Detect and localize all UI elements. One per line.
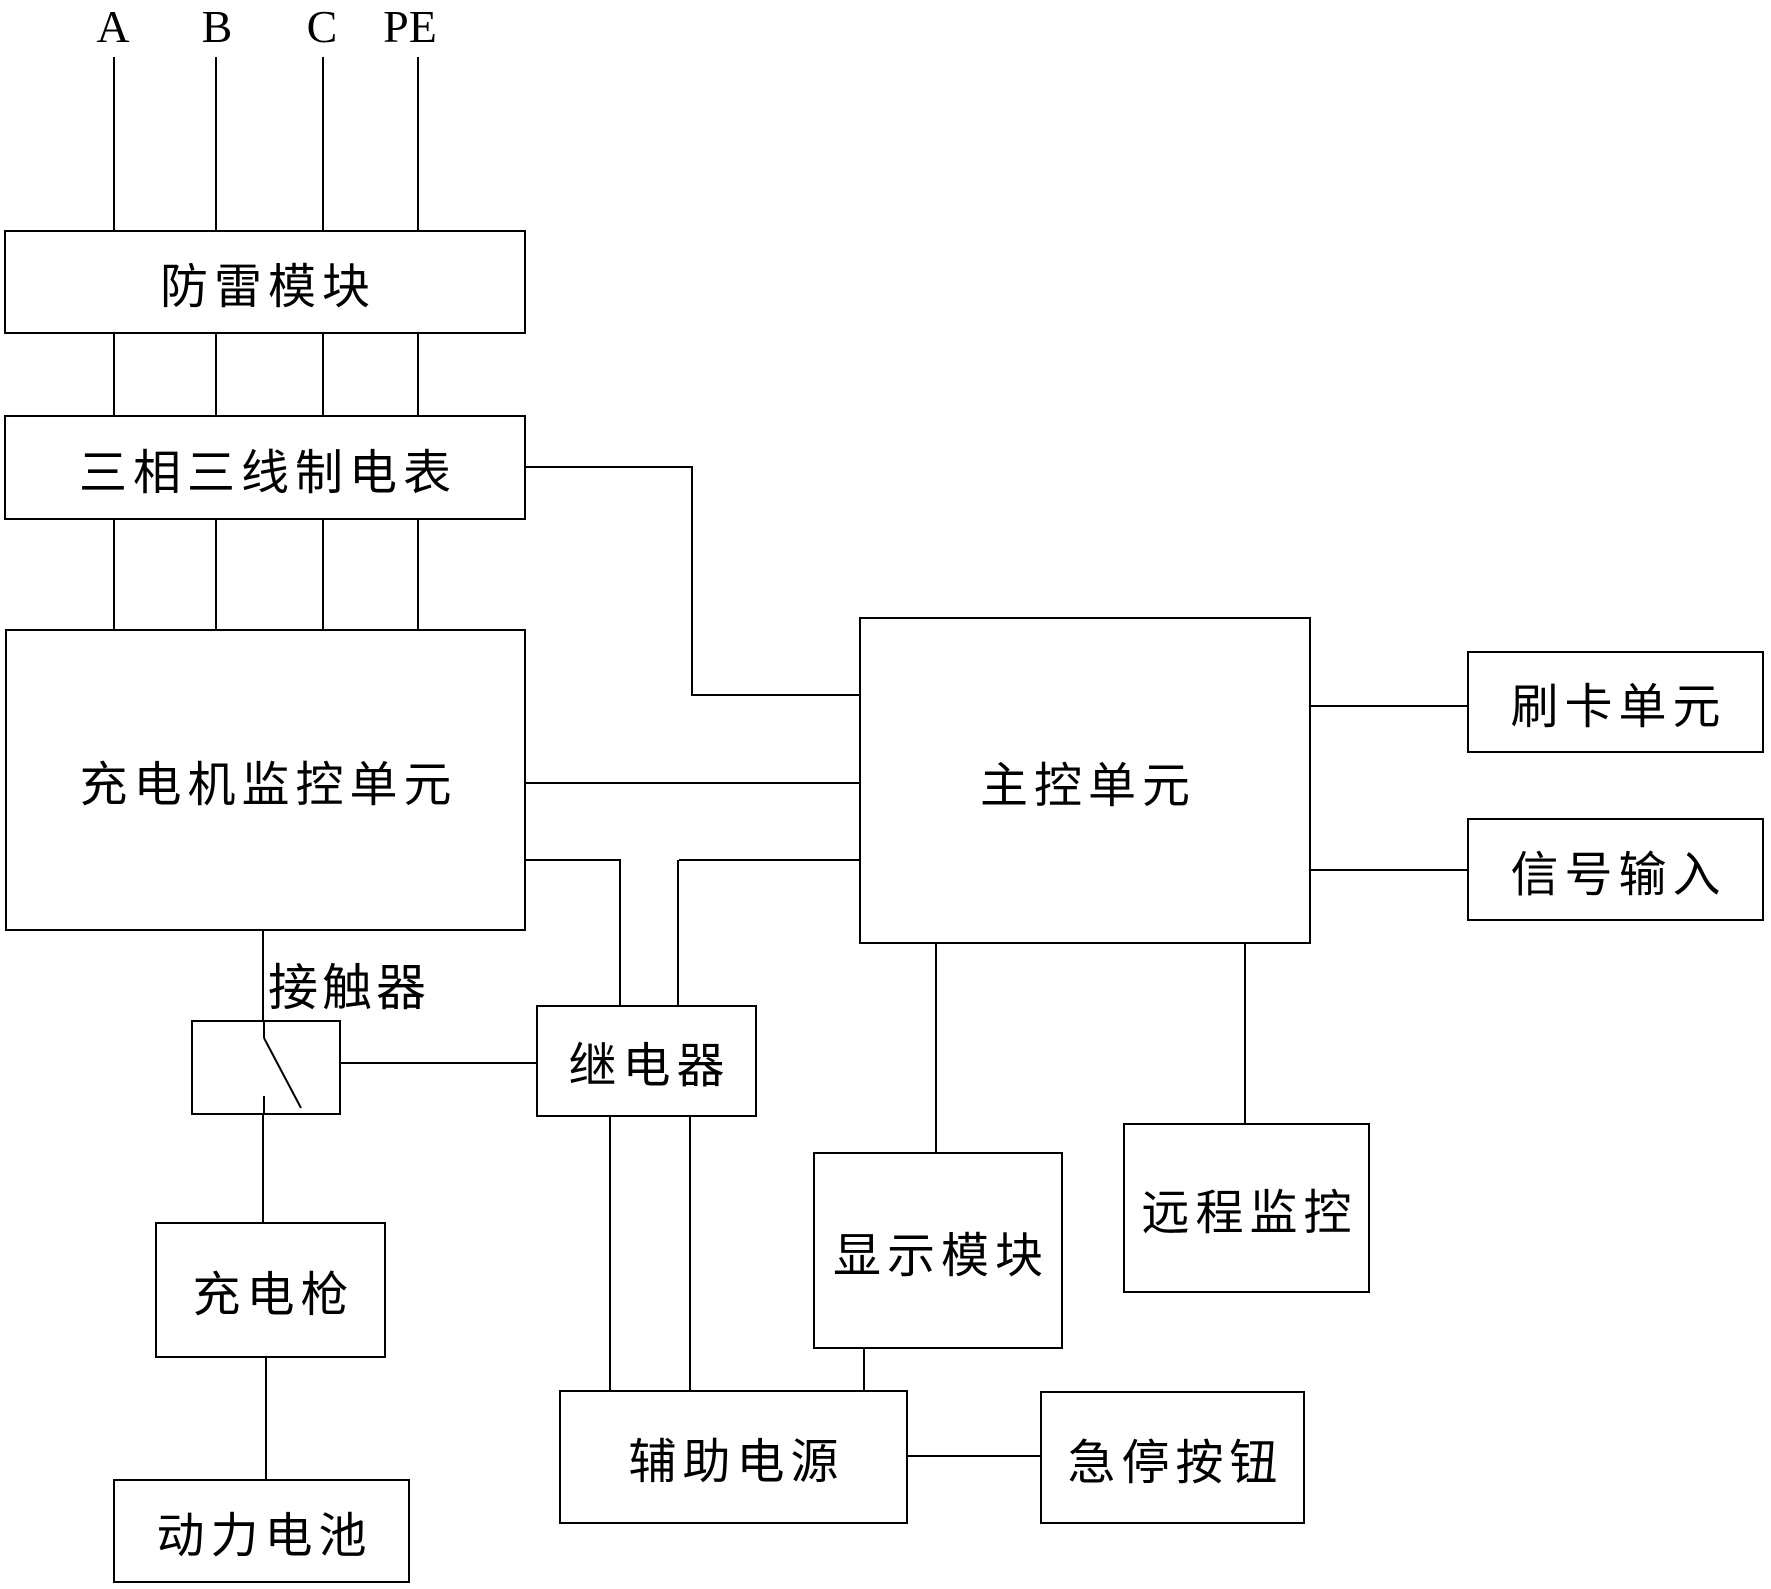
remote-monitoring-box: 远程监控 (1123, 1123, 1370, 1293)
power-battery-box: 动力电池 (113, 1479, 410, 1583)
main-to-signal-line (1311, 869, 1467, 871)
monitor-to-main-connector (526, 782, 859, 784)
monitor-to-contactor-line (262, 930, 264, 1020)
charger-monitoring-unit-box: 充电机监控单元 (5, 629, 526, 931)
card-swipe-unit-label: 刷卡单元 (1510, 681, 1727, 734)
aux-to-estop-line (907, 1455, 1040, 1457)
gun-to-battery-line (265, 1357, 267, 1479)
monitor-to-relay-connector-v (619, 860, 621, 1006)
three-phase-meter-label: 三相三线制电表 (78, 446, 457, 500)
phase-a-line-segment-2 (113, 333, 115, 415)
auxiliary-power-label: 辅助电源 (628, 1436, 845, 1489)
main-to-display-line (935, 943, 937, 1152)
contactor-label: 接触器 (268, 960, 430, 1016)
main-control-unit-box: 主控单元 (859, 617, 1311, 944)
contactor-box (191, 1020, 341, 1115)
contactor-to-relay-line (340, 1062, 536, 1064)
three-phase-meter-box: 三相三线制电表 (4, 415, 526, 520)
signal-input-label: 信号输入 (1510, 848, 1727, 902)
phase-pe-line-segment-3 (417, 520, 419, 629)
charging-gun-label: 充电枪 (192, 1269, 355, 1322)
phase-a-line-segment-3 (113, 520, 115, 629)
phase-pe-line-segment-1 (417, 57, 419, 230)
remote-monitoring-label: 远程监控 (1141, 1187, 1358, 1240)
phase-pe-label: PE (383, 1, 437, 52)
card-swipe-unit-box: 刷卡单元 (1467, 651, 1764, 753)
emergency-stop-button-box: 急停按钮 (1040, 1391, 1305, 1524)
signal-input-box: 信号输入 (1467, 818, 1764, 921)
charger-monitoring-unit-label: 充电机监控单元 (79, 759, 458, 812)
relay-to-aux-line-1 (609, 1115, 611, 1390)
power-battery-label: 动力电池 (156, 1510, 373, 1563)
phase-a-label: A (96, 1, 130, 52)
relay-box: 继电器 (536, 1005, 757, 1117)
phase-b-line-segment-2 (215, 333, 217, 415)
phase-b-line-segment-1 (215, 57, 217, 230)
display-module-label: 显示模块 (832, 1229, 1049, 1283)
meter-to-main-connector-h2 (692, 694, 859, 696)
auxiliary-power-box: 辅助电源 (559, 1390, 908, 1524)
display-to-aux-line (863, 1347, 865, 1392)
display-module-box: 显示模块 (813, 1152, 1063, 1349)
main-control-unit-label: 主控单元 (979, 759, 1196, 813)
main-to-card-line (1311, 705, 1467, 707)
lightning-protection-module-box: 防雷模块 (4, 230, 526, 334)
relay-to-aux-line-2 (689, 1115, 691, 1390)
meter-to-main-connector-h1 (526, 466, 692, 468)
main-to-remote-line (1244, 943, 1246, 1123)
monitor-to-relay-connector-h (526, 859, 621, 861)
emergency-stop-button-label: 急停按钮 (1067, 1436, 1284, 1490)
phase-c-line-segment-3 (322, 520, 324, 629)
contactor-to-gun-line (262, 1114, 264, 1222)
lightning-protection-module-label: 防雷模块 (159, 261, 376, 314)
phase-b-line-segment-3 (215, 520, 217, 629)
phase-c-line-segment-2 (322, 333, 324, 415)
charging-gun-box: 充电枪 (155, 1222, 386, 1358)
contactor-switch-icon (263, 1020, 302, 1115)
phase-pe-line-segment-2 (417, 333, 419, 415)
phase-c-label: C (306, 1, 338, 52)
main-to-relay-connector-h (679, 859, 859, 861)
phase-a-line-segment-1 (113, 57, 115, 230)
main-to-relay-connector-v (677, 860, 679, 1006)
phase-c-line-segment-1 (322, 57, 324, 230)
meter-to-main-connector-v (691, 466, 693, 696)
relay-label: 继电器 (568, 1040, 731, 1093)
phase-b-label: B (201, 1, 233, 52)
